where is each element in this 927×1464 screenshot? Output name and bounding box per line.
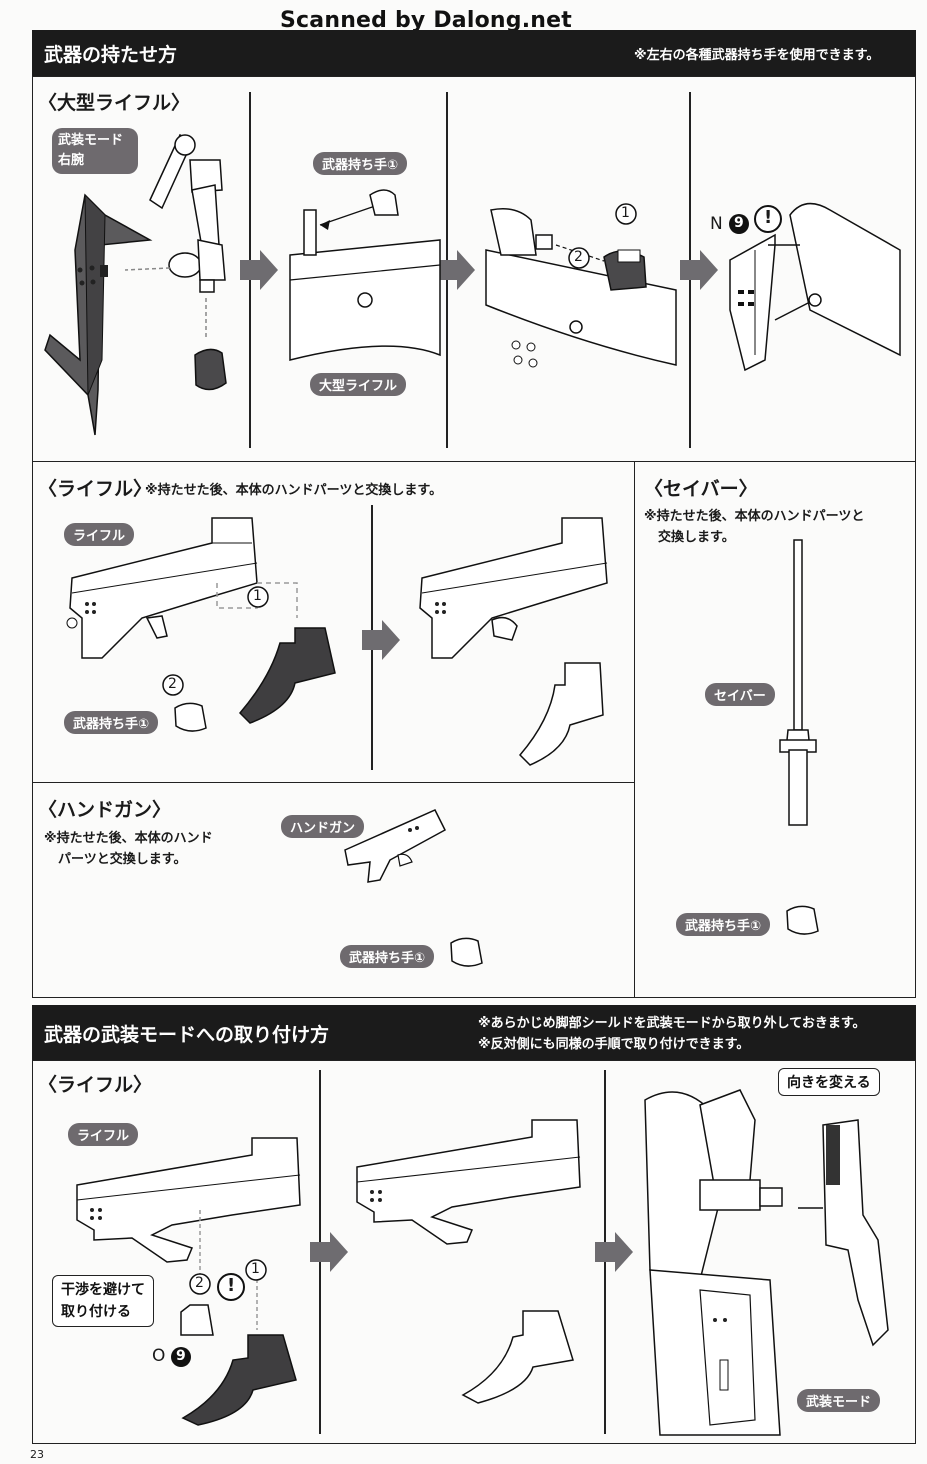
rifle-vertical-illustration <box>798 1119 889 1347</box>
step-number-1: 1 <box>621 205 630 221</box>
hand-part <box>174 702 207 732</box>
section2-note-line2: ※反対側にも同様の手順で取り付けできます。 <box>478 1037 750 1052</box>
step-number-2: 2 <box>195 1275 204 1291</box>
weapon-hand-tag: 武器持ち手① <box>64 711 159 734</box>
rifle-title: 〈ライフル〉 <box>38 478 153 500</box>
arm-mode-tag-line1: 武装モード <box>58 133 124 148</box>
step-circle-1 <box>247 586 269 608</box>
step-number-2: 2 <box>574 249 583 265</box>
section1-header-bar <box>32 30 916 76</box>
next-step-arrow <box>310 1232 348 1272</box>
rifle-illustration <box>419 517 608 659</box>
step-number-1: 1 <box>253 588 262 604</box>
large-rifle-body-illustration <box>289 189 441 361</box>
turn-around-callout: 向きを変える <box>778 1068 880 1096</box>
step-circle-2 <box>568 247 590 269</box>
watermark-text: Scanned by Dalong.net <box>280 8 572 33</box>
handgun-note-line1: ※持たせた後、本体のハンド <box>44 831 213 846</box>
hand-part-outline <box>518 662 604 766</box>
mount-rifle-title: 〈ライフル〉 <box>38 1074 153 1096</box>
rifle-note: ※持たせた後、本体のハンドパーツと交換します。 <box>145 483 443 498</box>
callout-line1: 干渉を避けて <box>61 1282 145 1298</box>
weapon-hand-tag: 武器持ち手① <box>313 152 408 175</box>
handgun-illustration <box>344 809 446 883</box>
hand-part-outline <box>461 1310 574 1404</box>
part-number-badge <box>729 214 749 234</box>
caution-badge <box>217 1273 245 1301</box>
handgun-tag: ハンドガン <box>281 815 365 838</box>
arm-mode-tag-line2: 右腕 <box>58 153 85 168</box>
handgun-note-line2: パーツと交換します。 <box>58 852 187 867</box>
armor-mode-body-illustration <box>644 1089 783 1436</box>
section1-note: ※左右の各種武器持ち手を使用できます。 <box>634 48 880 63</box>
step-circle-2 <box>162 674 184 696</box>
leg-shield-illustration <box>44 193 153 436</box>
avoid-interference-callout: 干渉を避けて 取り付ける <box>52 1275 154 1327</box>
hand-part <box>450 937 483 967</box>
part-letter: N <box>710 214 723 234</box>
hand-part-dark <box>194 348 227 391</box>
step-circle-1 <box>245 1259 267 1281</box>
handgun-title: 〈ハンドガン〉 <box>38 799 172 821</box>
section2-header-bar <box>32 1005 916 1060</box>
large-rifle-tag: 大型ライフル <box>310 373 407 396</box>
saber-tag: セイバー <box>705 683 775 706</box>
weapon-hand-tag: 武器持ち手① <box>676 913 771 936</box>
weapon-hand-tag: 武器持ち手① <box>340 945 435 968</box>
next-step-arrow <box>680 250 718 290</box>
large-rifle-title: 〈大型ライフル〉 <box>38 92 191 114</box>
callout-line2: 取り付ける <box>61 1304 131 1320</box>
small-part-outline <box>180 1304 214 1336</box>
rifle-tag: ライフル <box>64 523 135 546</box>
next-step-arrow <box>437 250 475 290</box>
section2-panel <box>32 1060 916 1444</box>
saber-illustration <box>779 539 817 826</box>
hand-part-dark <box>238 627 336 724</box>
rifle-illustration <box>76 1137 301 1330</box>
mount-rifle-tag: ライフル <box>68 1123 139 1146</box>
hand-part-dark <box>181 1334 297 1426</box>
hand-part <box>786 905 819 935</box>
part-number-badge <box>171 1347 191 1367</box>
step-number-2: 2 <box>168 676 177 692</box>
saber-note-line1: ※持たせた後、本体のハンドパーツと <box>644 509 865 524</box>
part-number: 9 <box>176 1348 186 1364</box>
arm-mode-tag: 武装モード 右腕 <box>52 128 138 174</box>
saber-title: 〈セイバー〉 <box>644 478 758 500</box>
handgun-panel <box>32 782 635 998</box>
caution-mark: ! <box>764 207 773 228</box>
shield-attach-illustration <box>729 202 901 372</box>
rifle-illustration <box>66 517 258 659</box>
caution-badge <box>754 205 782 233</box>
step-number-1: 1 <box>251 1261 260 1277</box>
caution-mark: ! <box>227 1275 236 1296</box>
rifle-illustration <box>356 1119 581 1245</box>
step-circle-1 <box>615 203 637 225</box>
attach-rifle-illustration <box>485 208 677 368</box>
part-letter: O <box>152 1346 166 1366</box>
next-step-arrow <box>240 250 278 290</box>
next-step-arrow <box>595 1232 633 1272</box>
section2-title: 武器の武装モードへの取り付け方 <box>44 1024 330 1046</box>
page-number: 23 <box>30 1448 44 1461</box>
dashed-guide <box>216 582 298 618</box>
arm-illustration <box>124 133 226 340</box>
armor-mode-tag: 武装モード <box>797 1389 881 1412</box>
part-number: 9 <box>734 215 744 231</box>
section2-note-line1: ※あらかじめ脚部シールドを武装モードから取り外しておきます。 <box>478 1016 866 1031</box>
section1-title: 武器の持たせ方 <box>44 44 178 66</box>
saber-panel <box>634 461 916 998</box>
next-step-arrow <box>362 620 400 660</box>
step-circle-2 <box>189 1273 211 1295</box>
saber-note-line2: 交換します。 <box>658 530 735 545</box>
